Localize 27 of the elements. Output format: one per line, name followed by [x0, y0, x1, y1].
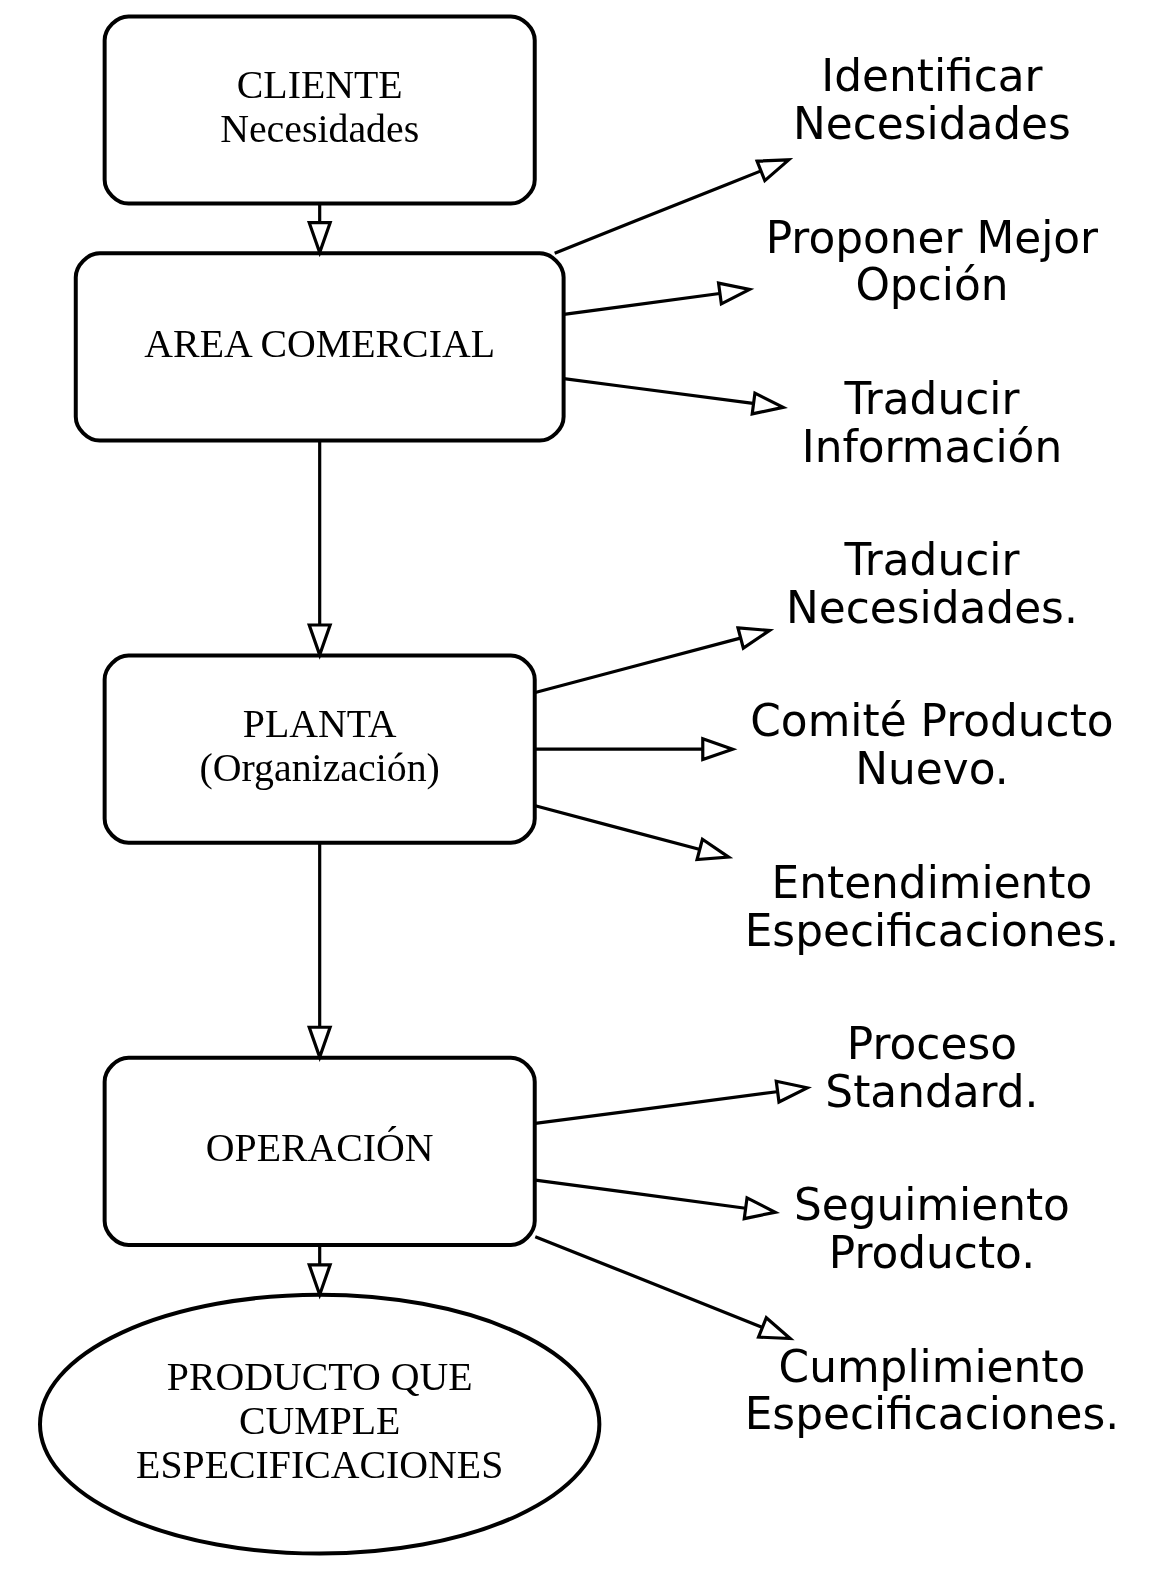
node-box: OPERACIÓN: [102, 1055, 537, 1247]
arrow: [554, 158, 794, 255]
arrow: [307, 1245, 333, 1300]
arrow: [535, 736, 738, 762]
node-box: AREA COMERCIAL: [73, 251, 566, 443]
node-text: Traducir Información: [801, 372, 1063, 472]
node-text: Identificar Necesidades: [792, 50, 1071, 150]
arrow: [563, 281, 755, 317]
node-box: PLANTA (Organización): [102, 653, 537, 845]
node-text: Comité Producto Nuevo.: [750, 695, 1114, 795]
node-ellipse: PRODUCTO QUE CUMPLE ESPECIFICACIONES: [38, 1292, 602, 1556]
node-box: CLIENTE Necesidades: [102, 14, 537, 206]
arrow: [534, 626, 775, 695]
arrow: [307, 204, 333, 258]
node-text: Cumplimiento Especificaciones.: [744, 1340, 1120, 1440]
arrow: [563, 377, 788, 416]
arrow: [535, 1178, 781, 1221]
node-text: Proceso Standard.: [825, 1017, 1039, 1117]
arrow: [534, 804, 734, 862]
node-text: Proponer Mejor Opción: [765, 211, 1099, 311]
arrow: [534, 1235, 795, 1341]
arrow: [307, 843, 333, 1062]
node-text: Seguimiento Producto.: [793, 1179, 1070, 1279]
node-text: Traducir Necesidades.: [786, 534, 1078, 633]
arrow: [535, 1079, 812, 1125]
arrow: [307, 440, 333, 660]
node-text: Entendimiento Especificaciones.: [744, 856, 1120, 956]
